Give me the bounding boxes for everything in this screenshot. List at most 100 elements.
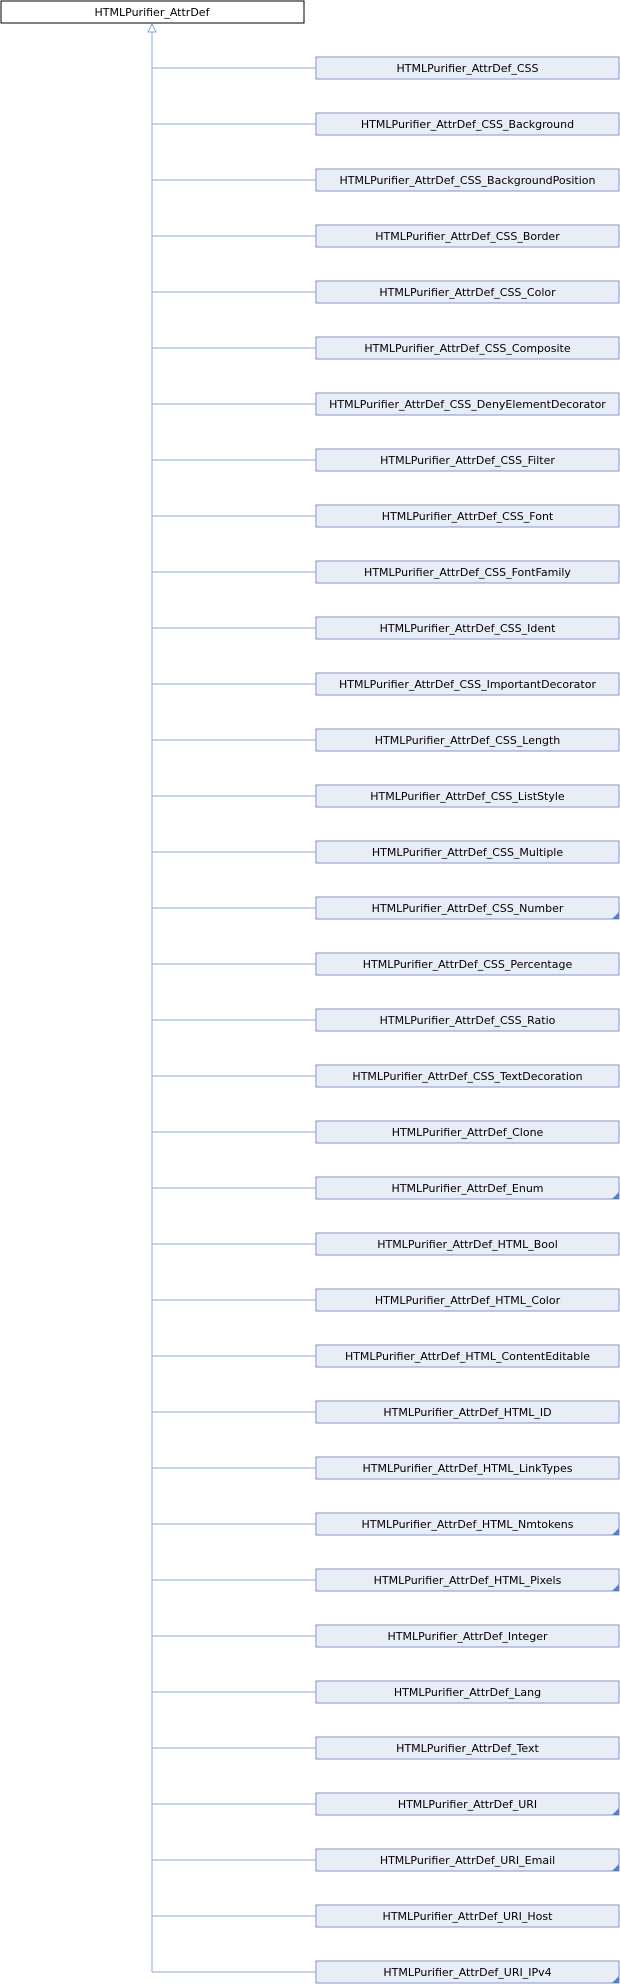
base-class-label: HTMLPurifier_AttrDef — [95, 6, 211, 19]
child-class-label: HTMLPurifier_AttrDef_URI_Host — [383, 1910, 554, 1923]
child-class-node[interactable]: HTMLPurifier_AttrDef_URI — [315, 1792, 620, 1816]
child-class-box — [315, 336, 620, 360]
child-class-label: HTMLPurifier_AttrDef_CSS_Length — [375, 734, 561, 747]
child-class-node[interactable]: HTMLPurifier_AttrDef_HTML_Color — [315, 1288, 620, 1312]
child-class-node[interactable]: HTMLPurifier_AttrDef_URI_IPv4 — [315, 1960, 620, 1984]
child-class-label: HTMLPurifier_AttrDef_URI_Email — [380, 1854, 555, 1867]
child-class-node[interactable]: HTMLPurifier_AttrDef_HTML_Bool — [315, 1232, 620, 1256]
base-class-node[interactable]: HTMLPurifier_AttrDef — [0, 0, 305, 24]
child-class-node[interactable]: HTMLPurifier_AttrDef_CSS — [315, 56, 620, 80]
child-class-node[interactable]: HTMLPurifier_AttrDef_HTML_Pixels — [315, 1568, 620, 1592]
child-class-label: HTMLPurifier_AttrDef_Enum — [391, 1182, 543, 1195]
child-class-label: HTMLPurifier_AttrDef_CSS_Number — [372, 902, 564, 915]
child-class-node[interactable]: HTMLPurifier_AttrDef_CSS_Font — [315, 504, 620, 528]
child-class-node[interactable]: HTMLPurifier_AttrDef_Enum — [315, 1176, 620, 1200]
child-class-node[interactable]: HTMLPurifier_AttrDef_Clone — [315, 1120, 620, 1144]
child-class-node[interactable]: HTMLPurifier_AttrDef_CSS_Length — [315, 728, 620, 752]
child-class-node[interactable]: HTMLPurifier_AttrDef_HTML_ContentEditabl… — [315, 1344, 620, 1368]
child-class-box — [315, 1176, 620, 1200]
child-class-box — [315, 784, 620, 808]
child-class-box — [315, 280, 620, 304]
child-class-box — [315, 1568, 620, 1592]
child-class-label: HTMLPurifier_AttrDef_URI — [398, 1798, 537, 1811]
child-class-label: HTMLPurifier_AttrDef_CSS_TextDecoration — [352, 1070, 582, 1083]
child-class-box — [315, 1400, 620, 1424]
child-class-node[interactable]: HTMLPurifier_AttrDef_CSS_ListStyle — [315, 784, 620, 808]
inheritance-arrowhead — [147, 22, 157, 33]
child-class-box — [315, 1848, 620, 1872]
child-class-node[interactable]: HTMLPurifier_AttrDef_HTML_ID — [315, 1400, 620, 1424]
has-subclasses-corner-icon — [612, 1864, 619, 1871]
child-class-node[interactable]: HTMLPurifier_AttrDef_URI_Email — [315, 1848, 620, 1872]
child-class-box — [315, 448, 620, 472]
child-class-box — [315, 1232, 620, 1256]
child-class-label: HTMLPurifier_AttrDef_CSS_Composite — [364, 342, 570, 355]
child-class-node[interactable]: HTMLPurifier_AttrDef_CSS_Border — [315, 224, 620, 248]
child-class-label: HTMLPurifier_AttrDef_CSS_ImportantDecora… — [339, 678, 596, 691]
child-class-box — [315, 56, 620, 80]
child-class-node[interactable]: HTMLPurifier_AttrDef_CSS_Filter — [315, 448, 620, 472]
child-class-label: HTMLPurifier_AttrDef_CSS_Multiple — [372, 846, 563, 859]
child-class-node[interactable]: HTMLPurifier_AttrDef_CSS_Ident — [315, 616, 620, 640]
child-class-node[interactable]: HTMLPurifier_AttrDef_CSS_Ratio — [315, 1008, 620, 1032]
child-class-label: HTMLPurifier_AttrDef_HTML_Color — [375, 1294, 561, 1307]
child-class-box — [315, 560, 620, 584]
child-class-node[interactable]: HTMLPurifier_AttrDef_CSS_ImportantDecora… — [315, 672, 620, 696]
child-class-label: HTMLPurifier_AttrDef_Clone — [392, 1126, 544, 1139]
child-class-label: HTMLPurifier_AttrDef_Integer — [388, 1630, 548, 1643]
child-class-node[interactable]: HTMLPurifier_AttrDef_CSS_BackgroundPosit… — [315, 168, 620, 192]
child-class-box — [315, 1680, 620, 1704]
child-class-box — [315, 1456, 620, 1480]
child-class-box — [315, 392, 620, 416]
child-class-label: HTMLPurifier_AttrDef_HTML_ID — [383, 1406, 551, 1419]
child-class-label: HTMLPurifier_AttrDef_CSS_DenyElementDeco… — [329, 398, 606, 411]
child-class-node[interactable]: HTMLPurifier_AttrDef_Text — [315, 1736, 620, 1760]
child-class-label: HTMLPurifier_AttrDef_Lang — [394, 1686, 541, 1699]
child-class-box — [315, 1960, 620, 1984]
child-class-box — [315, 1008, 620, 1032]
child-class-label: HTMLPurifier_AttrDef_Text — [396, 1742, 539, 1755]
child-class-label: HTMLPurifier_AttrDef_CSS — [396, 62, 538, 75]
child-class-box — [315, 1512, 620, 1536]
has-subclasses-corner-icon — [612, 1976, 619, 1983]
child-class-list: HTMLPurifier_AttrDef_CSS HTMLPurifier_Att… — [315, 56, 620, 1984]
child-class-node[interactable]: HTMLPurifier_AttrDef_Integer — [315, 1624, 620, 1648]
child-class-box — [315, 1792, 620, 1816]
child-class-label: HTMLPurifier_AttrDef_HTML_Nmtokens — [362, 1518, 574, 1531]
child-class-box — [315, 1120, 620, 1144]
child-class-label: HTMLPurifier_AttrDef_CSS_Ratio — [380, 1014, 556, 1027]
child-class-box — [315, 1344, 620, 1368]
child-class-label: HTMLPurifier_AttrDef_CSS_Filter — [380, 454, 555, 467]
child-class-node[interactable]: HTMLPurifier_AttrDef_CSS_Percentage — [315, 952, 620, 976]
child-class-box — [315, 672, 620, 696]
child-class-box — [315, 840, 620, 864]
child-class-box — [315, 952, 620, 976]
child-class-box — [315, 728, 620, 752]
child-class-node[interactable]: HTMLPurifier_AttrDef_CSS_Color — [315, 280, 620, 304]
child-class-box — [315, 504, 620, 528]
child-class-node[interactable]: HTMLPurifier_AttrDef_CSS_TextDecoration — [315, 1064, 620, 1088]
child-class-node[interactable]: HTMLPurifier_AttrDef_URI_Host — [315, 1904, 620, 1928]
child-class-node[interactable]: HTMLPurifier_AttrDef_CSS_DenyElementDeco… — [315, 392, 620, 416]
child-class-box — [315, 1904, 620, 1928]
child-class-node[interactable]: HTMLPurifier_AttrDef_CSS_Composite — [315, 336, 620, 360]
child-class-node[interactable]: HTMLPurifier_AttrDef_CSS_Multiple — [315, 840, 620, 864]
child-class-box — [315, 616, 620, 640]
has-subclasses-corner-icon — [612, 1528, 619, 1535]
child-class-box — [315, 112, 620, 136]
has-subclasses-corner-icon — [612, 912, 619, 919]
child-class-label: HTMLPurifier_AttrDef_CSS_Background — [361, 118, 574, 131]
child-class-label: HTMLPurifier_AttrDef_CSS_Border — [375, 230, 560, 243]
child-class-box — [315, 168, 620, 192]
child-class-node[interactable]: HTMLPurifier_AttrDef_CSS_FontFamily — [315, 560, 620, 584]
child-class-label: HTMLPurifier_AttrDef_CSS_ListStyle — [370, 790, 565, 803]
child-class-label: HTMLPurifier_AttrDef_CSS_FontFamily — [364, 566, 571, 579]
child-class-node[interactable]: HTMLPurifier_AttrDef_HTML_Nmtokens — [315, 1512, 620, 1536]
child-class-label: HTMLPurifier_AttrDef_CSS_BackgroundPosit… — [339, 174, 595, 187]
child-class-box — [315, 1288, 620, 1312]
child-class-node[interactable]: HTMLPurifier_AttrDef_CSS_Number — [315, 896, 620, 920]
child-class-node[interactable]: HTMLPurifier_AttrDef_HTML_LinkTypes — [315, 1456, 620, 1480]
child-class-node[interactable]: HTMLPurifier_AttrDef_CSS_Background — [315, 112, 620, 136]
child-class-node[interactable]: HTMLPurifier_AttrDef_Lang — [315, 1680, 620, 1704]
